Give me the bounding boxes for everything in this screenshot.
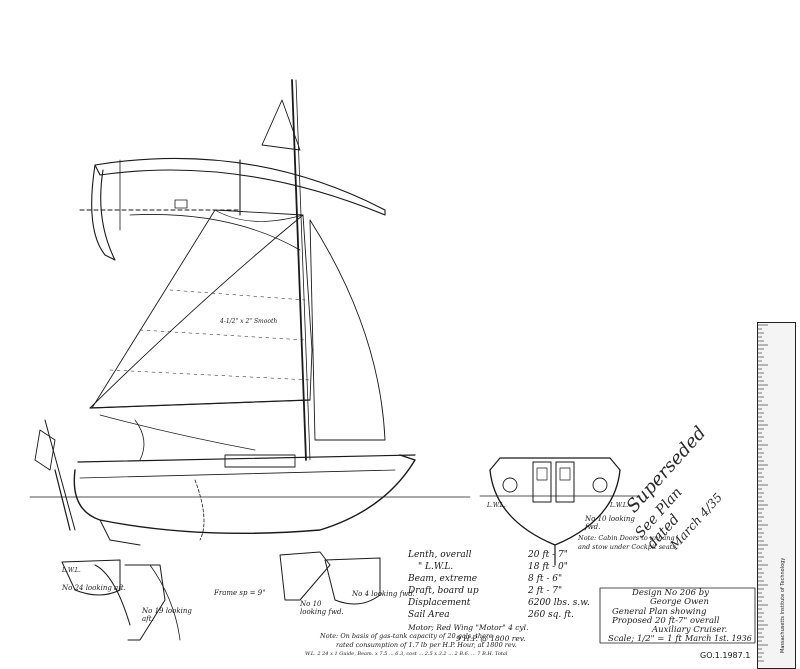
spec-value: 20 ft - 7" xyxy=(528,550,568,560)
section-label-24: No 24 looking aft. xyxy=(62,584,126,592)
ruler-label: Massachusetts Institute of Technology xyxy=(780,557,786,653)
jib xyxy=(99,414,256,461)
rudder xyxy=(34,419,76,531)
spec-value: 8 ft - 6" xyxy=(528,574,563,584)
title-line-1: General Plan showing xyxy=(612,607,707,617)
spec-value: 2 ft - 7" xyxy=(528,586,563,596)
title-block-frame xyxy=(599,587,756,644)
designer-signature: George Owen xyxy=(650,597,709,607)
rigging-note: 4-1/2" x 2" Smooth xyxy=(220,318,278,325)
specifications-table: Lenth, overall 20 ft - 7" " L.W.L. 18 ft… xyxy=(408,550,598,660)
frame-spacing-label: Frame sp = 9" xyxy=(214,589,266,597)
scale-ruler: Massachusetts Institute of Technology xyxy=(757,322,796,669)
design-number: Design No 206 by xyxy=(632,588,709,598)
section-views xyxy=(61,551,381,641)
title-line-3: Auxiliary Cruiser. xyxy=(652,625,728,635)
spec-label: Beam, extreme xyxy=(408,574,478,584)
spec-label: " L.W.L. xyxy=(418,562,454,572)
hull-profile xyxy=(29,454,471,546)
title-line-2: Proposed 20 ft-7" overall xyxy=(612,616,720,626)
mast xyxy=(261,79,311,461)
spec-value: 18 ft - 0" xyxy=(528,562,568,572)
spec-label: Motor; Red Wing "Motor" 4 cyl. xyxy=(408,623,529,632)
scale: Scale; 1/2" = 1 ft xyxy=(608,634,682,644)
spec-value: 6200 lbs. s.w. xyxy=(528,598,590,608)
spec-label: Draft, board up xyxy=(408,586,479,596)
date: March 1st. 1936 xyxy=(685,634,752,643)
spec-label: Displacement xyxy=(408,598,471,608)
note-line-2: rated consumption of 1.7 lb per H.P. Hou… xyxy=(336,641,517,649)
spec-label: Lenth, overall xyxy=(408,550,472,560)
spec-value: 260 sq. ft. xyxy=(528,610,574,620)
deck-plan-view xyxy=(79,157,386,261)
ruler-ticks xyxy=(758,324,768,662)
note-line-1: Note: On basis of gas-tank capacity of 2… xyxy=(320,632,493,640)
section-label-19: No 19 looking aft. xyxy=(142,607,192,623)
note-line-3: W.L. 2 24 x 1 Guide, Beam. x 7.5 ... 6.3… xyxy=(305,651,508,657)
spec-label: Sail Area xyxy=(408,610,450,620)
cabin-section xyxy=(479,457,641,566)
section-label-4: No 4 looking fwd. xyxy=(352,590,415,598)
superseded-annotation: Superseded See Plan dated March 4/35 xyxy=(622,422,758,552)
spec-label: 9 H.P. @ 1800 rev. xyxy=(456,634,526,643)
section-label-10: No 10 looking fwd. xyxy=(585,515,635,531)
mainsail xyxy=(89,209,386,441)
section-label-10-lower: No 10 looking fwd. xyxy=(300,600,344,616)
title-block: Design No 206 by George Owen General Pla… xyxy=(600,588,755,644)
catalog-number: GO.1.1987.1 xyxy=(700,651,751,660)
lwl-label-mid: L.W.L. xyxy=(487,502,506,509)
lwl-label-left: L.W.L. xyxy=(62,567,81,574)
cabin-note: Note: Cabin Doors to unhang and stow und… xyxy=(578,534,678,551)
lwl-label-right: L.W.L. xyxy=(610,502,629,509)
